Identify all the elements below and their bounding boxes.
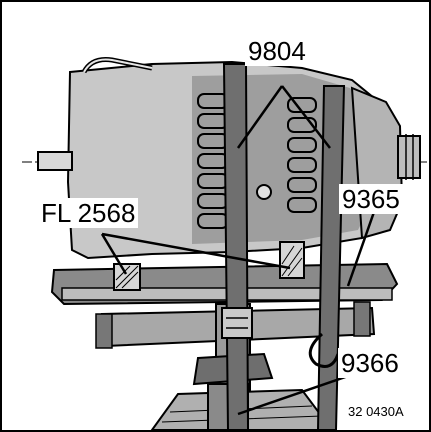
strap-right [316,85,346,430]
drain-plug [256,184,272,200]
strap-ratchet [221,307,253,339]
rear-section [350,86,404,240]
hook-9366 [308,332,340,368]
callout-9366: 9366 [338,348,402,378]
housing-shadow [192,74,372,244]
callout-9365: 9365 [339,184,403,214]
leader-lines [100,85,376,416]
callout-fl-2568: FL 2568 [38,198,139,228]
figure-reference: 32 0430A [346,404,406,419]
callout-9804: 9804 [245,36,309,66]
input-shaft [37,151,73,171]
output-flange [397,135,421,179]
strap-left [222,63,250,430]
